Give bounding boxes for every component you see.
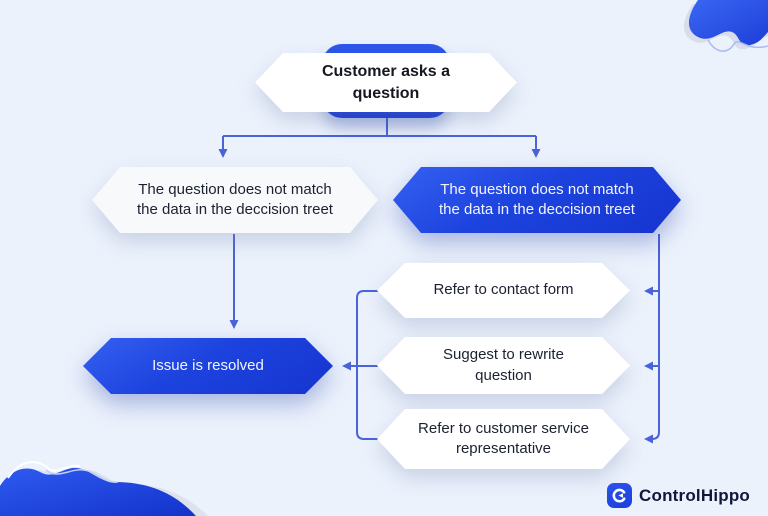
node-refer-representative-label: Refer to customer service representative (418, 419, 589, 457)
node-no-match-left: The question does not match the data in … (92, 167, 378, 233)
node-no-match-left-label: The question does not match the data in … (137, 180, 333, 218)
node-refer-representative: Refer to customer service representative (377, 409, 630, 469)
node-suggest-rewrite-label: Suggest to rewrite question (443, 346, 564, 384)
controlhippo-logo: ControlHippo (607, 483, 750, 508)
controlhippo-logo-text: ControlHippo (639, 485, 750, 505)
controlhippo-c-icon (607, 483, 633, 508)
node-resolved: Issue is resolved (83, 338, 333, 394)
decorative-blob-top-right (682, 0, 768, 64)
node-resolved-label: Issue is resolved (152, 356, 264, 374)
node-suggest-rewrite: Suggest to rewrite question (377, 337, 630, 394)
node-refer-contact-form: Refer to contact form (377, 263, 630, 318)
decorative-blob-bottom-left (0, 458, 215, 516)
node-start: Customer asks a question (255, 53, 517, 112)
node-refer-contact-form-label: Refer to contact form (433, 281, 574, 299)
node-no-match-right: The question does not match the data in … (393, 167, 681, 233)
node-start-label: Customer asks a question (321, 62, 451, 102)
node-no-match-right-label: The question does not match the data in … (439, 180, 635, 218)
